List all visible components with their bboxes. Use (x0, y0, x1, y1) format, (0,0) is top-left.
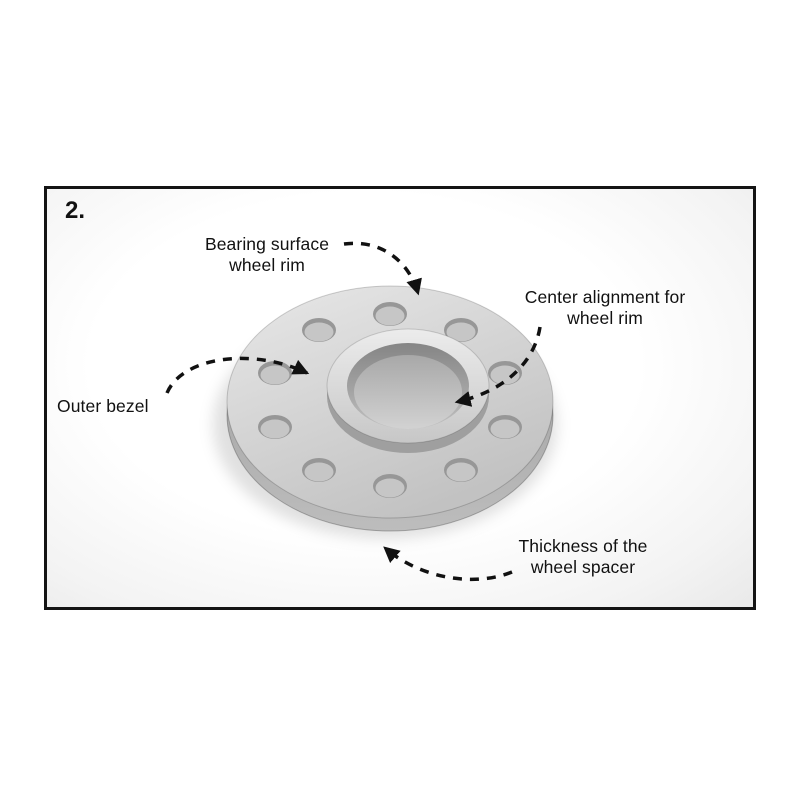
bolt-hole (488, 361, 522, 385)
label-outer-bezel: Outer bezel (57, 396, 149, 416)
arrow-bearing-surface (343, 241, 422, 296)
arrow-center-alignment (454, 326, 542, 407)
label-thickness: Thickness of the wheel spacer (518, 536, 648, 577)
bolt-hole (302, 458, 336, 482)
bolt-hole (258, 361, 292, 385)
bolt-hole (373, 474, 407, 498)
arrow-thickness (383, 546, 513, 582)
step-number: 2. (65, 197, 86, 224)
bolt-hole (444, 318, 478, 342)
center-bore (347, 343, 469, 429)
wheel-spacer-illustration (165, 241, 557, 582)
bolt-holes (258, 302, 522, 498)
bolt-hole (488, 415, 522, 439)
bolt-hole (373, 302, 407, 326)
bolt-hole (258, 415, 292, 439)
label-center-alignment: Center alignment for wheel rim (524, 287, 686, 328)
bolt-hole (444, 458, 478, 482)
bolt-hole (302, 318, 336, 342)
label-bearing-surface: Bearing surface wheel rim (204, 234, 330, 275)
diagram-frame: 2. Bearing surface wheel rim Center alig… (44, 186, 756, 610)
